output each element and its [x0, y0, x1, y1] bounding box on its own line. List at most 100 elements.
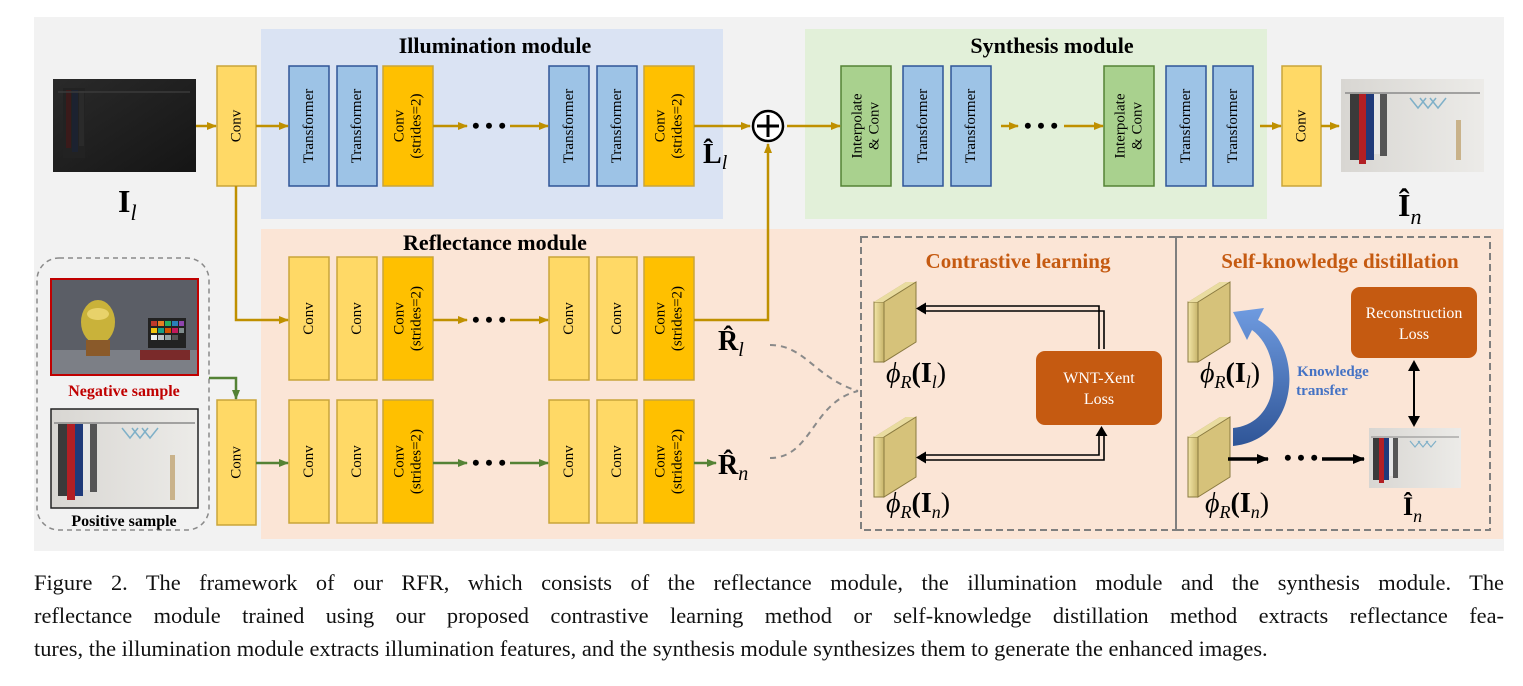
svg-text:Reconstruction: Reconstruction: [1366, 305, 1463, 322]
output-conv-block: Conv: [1281, 65, 1322, 187]
synth-transformer-2-label: Transformer: [963, 89, 979, 163]
synth-interp-conv-1-block: Interpolate& Conv: [840, 65, 892, 187]
synth-interp-conv-1-label: Interpolate: [850, 93, 866, 158]
self-kd-output-image: [1369, 428, 1461, 488]
refl-normal-strided-conv-2-label: Conv: [653, 445, 669, 478]
refl-normal-conv-2-block: Conv: [336, 399, 378, 524]
illum-transformer-1-label: Transformer: [301, 89, 317, 163]
wnt-xent-loss-box: WNT-Xent Loss: [1036, 351, 1162, 425]
refl-low-strided-conv-2-label: (strides=2): [670, 286, 686, 351]
positive-sample-image: [50, 408, 199, 509]
contrastive-loss-connections: [916, 302, 1108, 464]
knowledge-transfer-label-2: transfer: [1296, 383, 1348, 399]
illum-strided-conv-2-label: (strides=2): [670, 93, 686, 158]
refl-low-strided-conv-2-block: Conv(strides=2): [643, 256, 695, 381]
knowledge-transfer-label-1: Knowledge: [1297, 364, 1369, 380]
refl-low-conv-4-label: Conv: [609, 302, 625, 335]
svg-text:WNT-Xent: WNT-Xent: [1063, 370, 1135, 387]
illum-transformer-4-block: Transformer: [596, 65, 638, 187]
feature-map-normal-self-kd: [1187, 416, 1231, 498]
refl-low-strided-conv-1-label: (strides=2): [409, 286, 425, 351]
phi-low-self-kd: ϕR(Il): [1200, 358, 1260, 392]
synthesis-ellipsis: • • •: [1024, 113, 1058, 138]
synth-interp-conv-2-label: & Conv: [1130, 102, 1146, 150]
feature-map-normal-contrastive: [873, 416, 917, 498]
illum-strided-conv-2-label: Conv: [653, 109, 669, 142]
illumination-path-arrows: [196, 122, 1340, 324]
feature-map-low-contrastive: [873, 281, 917, 363]
self-kd-output-symbol: În: [1403, 492, 1422, 526]
positive-input-conv-label: Conv: [229, 446, 245, 479]
illum-strided-conv-1-block: Conv(strides=2): [382, 65, 434, 187]
synth-transformer-4-block: Transformer: [1212, 65, 1254, 187]
illum-transformer-2-block: Transformer: [336, 65, 378, 187]
refl-low-conv-3-label: Conv: [561, 302, 577, 335]
output-conv-label: Conv: [1294, 109, 1310, 142]
refl-normal-conv-2-label: Conv: [349, 445, 365, 478]
refl-low-conv-2-block: Conv: [336, 256, 378, 381]
illum-strided-conv-1-label: Conv: [392, 109, 408, 142]
positive-path-arrows: [209, 376, 717, 467]
input-conv-block: Conv: [216, 65, 257, 187]
reconstruction-loss-box: Reconstruction Loss: [1351, 287, 1477, 358]
refl-low-strided-conv-1-label: Conv: [392, 302, 408, 335]
reflectance-ellipsis-normal: • • •: [472, 450, 506, 475]
input-symbol: Il: [118, 183, 137, 225]
refl-low-conv-3-block: Conv: [548, 256, 590, 381]
color-checker: [148, 318, 186, 348]
feature-map-low-self-kd: [1187, 281, 1231, 363]
phi-normal-self-kd: ϕR(In): [1205, 488, 1269, 522]
self-kd-title: Self-knowledge distillation: [1221, 249, 1459, 273]
refl-normal-strided-conv-1-label: Conv: [392, 445, 408, 478]
svg-text:Loss: Loss: [1084, 391, 1114, 408]
synth-interp-conv-1-label: & Conv: [867, 102, 883, 150]
reflectance-ellipsis-low: • • •: [472, 307, 506, 332]
input-conv-label: Conv: [229, 109, 245, 142]
synth-transformer-3-block: Transformer: [1165, 65, 1207, 187]
illum-transformer-4-label: Transformer: [609, 89, 625, 163]
refl-normal-conv-3-label: Conv: [561, 445, 577, 478]
sample-box: [36, 257, 210, 531]
refl-normal-strided-conv-2-label: (strides=2): [670, 429, 686, 494]
illum-strided-conv-2-block: Conv(strides=2): [643, 65, 695, 187]
figure-caption: Figure 2. The framework of our RFR, whic…: [34, 566, 1504, 665]
synth-transformer-1-block: Transformer: [902, 65, 944, 187]
phi-low-contrastive: ϕR(Il): [886, 358, 946, 392]
self-kd-pipeline-arrows: • • •: [1228, 445, 1365, 470]
self-kd-ellipsis: • • •: [1284, 445, 1318, 470]
illumination-module-title: Illumination module: [399, 33, 592, 58]
refl-low-conv-4-block: Conv: [596, 256, 638, 381]
caption-line-1: Figure 2. The framework of our RFR, whic…: [34, 570, 1504, 595]
illumination-feature-symbol: L̂l: [703, 139, 728, 174]
output-symbol: În: [1398, 187, 1421, 229]
input-low-light-image: [53, 79, 196, 172]
refl-normal-strided-conv-1-block: Conv(strides=2): [382, 399, 434, 524]
refl-normal-strided-conv-2-block: Conv(strides=2): [643, 399, 695, 524]
reflectance-feature-normal-symbol: R̂n: [718, 450, 748, 485]
synth-interp-conv-2-block: Interpolate& Conv: [1103, 65, 1155, 187]
reflectance-feature-low-symbol: R̂l: [718, 326, 744, 361]
synth-transformer-4-label: Transformer: [1225, 89, 1241, 163]
contrastive-learning-title: Contrastive learning: [926, 249, 1111, 273]
refl-normal-conv-4-label: Conv: [609, 445, 625, 478]
knowledge-transfer-arrow: [1233, 308, 1290, 446]
positive-input-conv-block: Conv: [216, 399, 257, 526]
reflectance-feature-links: [769, 344, 859, 459]
refl-low-conv-1-label: Conv: [301, 302, 317, 335]
illum-transformer-2-label: Transformer: [349, 89, 365, 163]
synth-transformer-3-label: Transformer: [1178, 89, 1194, 163]
output-enhanced-image: [1341, 79, 1484, 172]
synth-transformer-2-block: Transformer: [950, 65, 992, 187]
illumination-ellipsis: • • •: [472, 113, 506, 138]
self-knowledge-distillation-box: [1175, 236, 1491, 531]
synth-interp-conv-2-label: Interpolate: [1113, 93, 1129, 158]
refl-normal-conv-1-block: Conv: [288, 399, 330, 524]
svg-text:Loss: Loss: [1399, 326, 1429, 343]
refl-low-conv-2-label: Conv: [349, 302, 365, 335]
synth-transformer-1-label: Transformer: [915, 89, 931, 163]
refl-normal-conv-1-label: Conv: [301, 445, 317, 478]
framework-diagram: Illumination module Synthesis module Ref…: [34, 17, 1504, 551]
refl-low-strided-conv-2-label: Conv: [653, 302, 669, 335]
caption-line-2: reflectance module trained using our pro…: [34, 603, 1504, 628]
